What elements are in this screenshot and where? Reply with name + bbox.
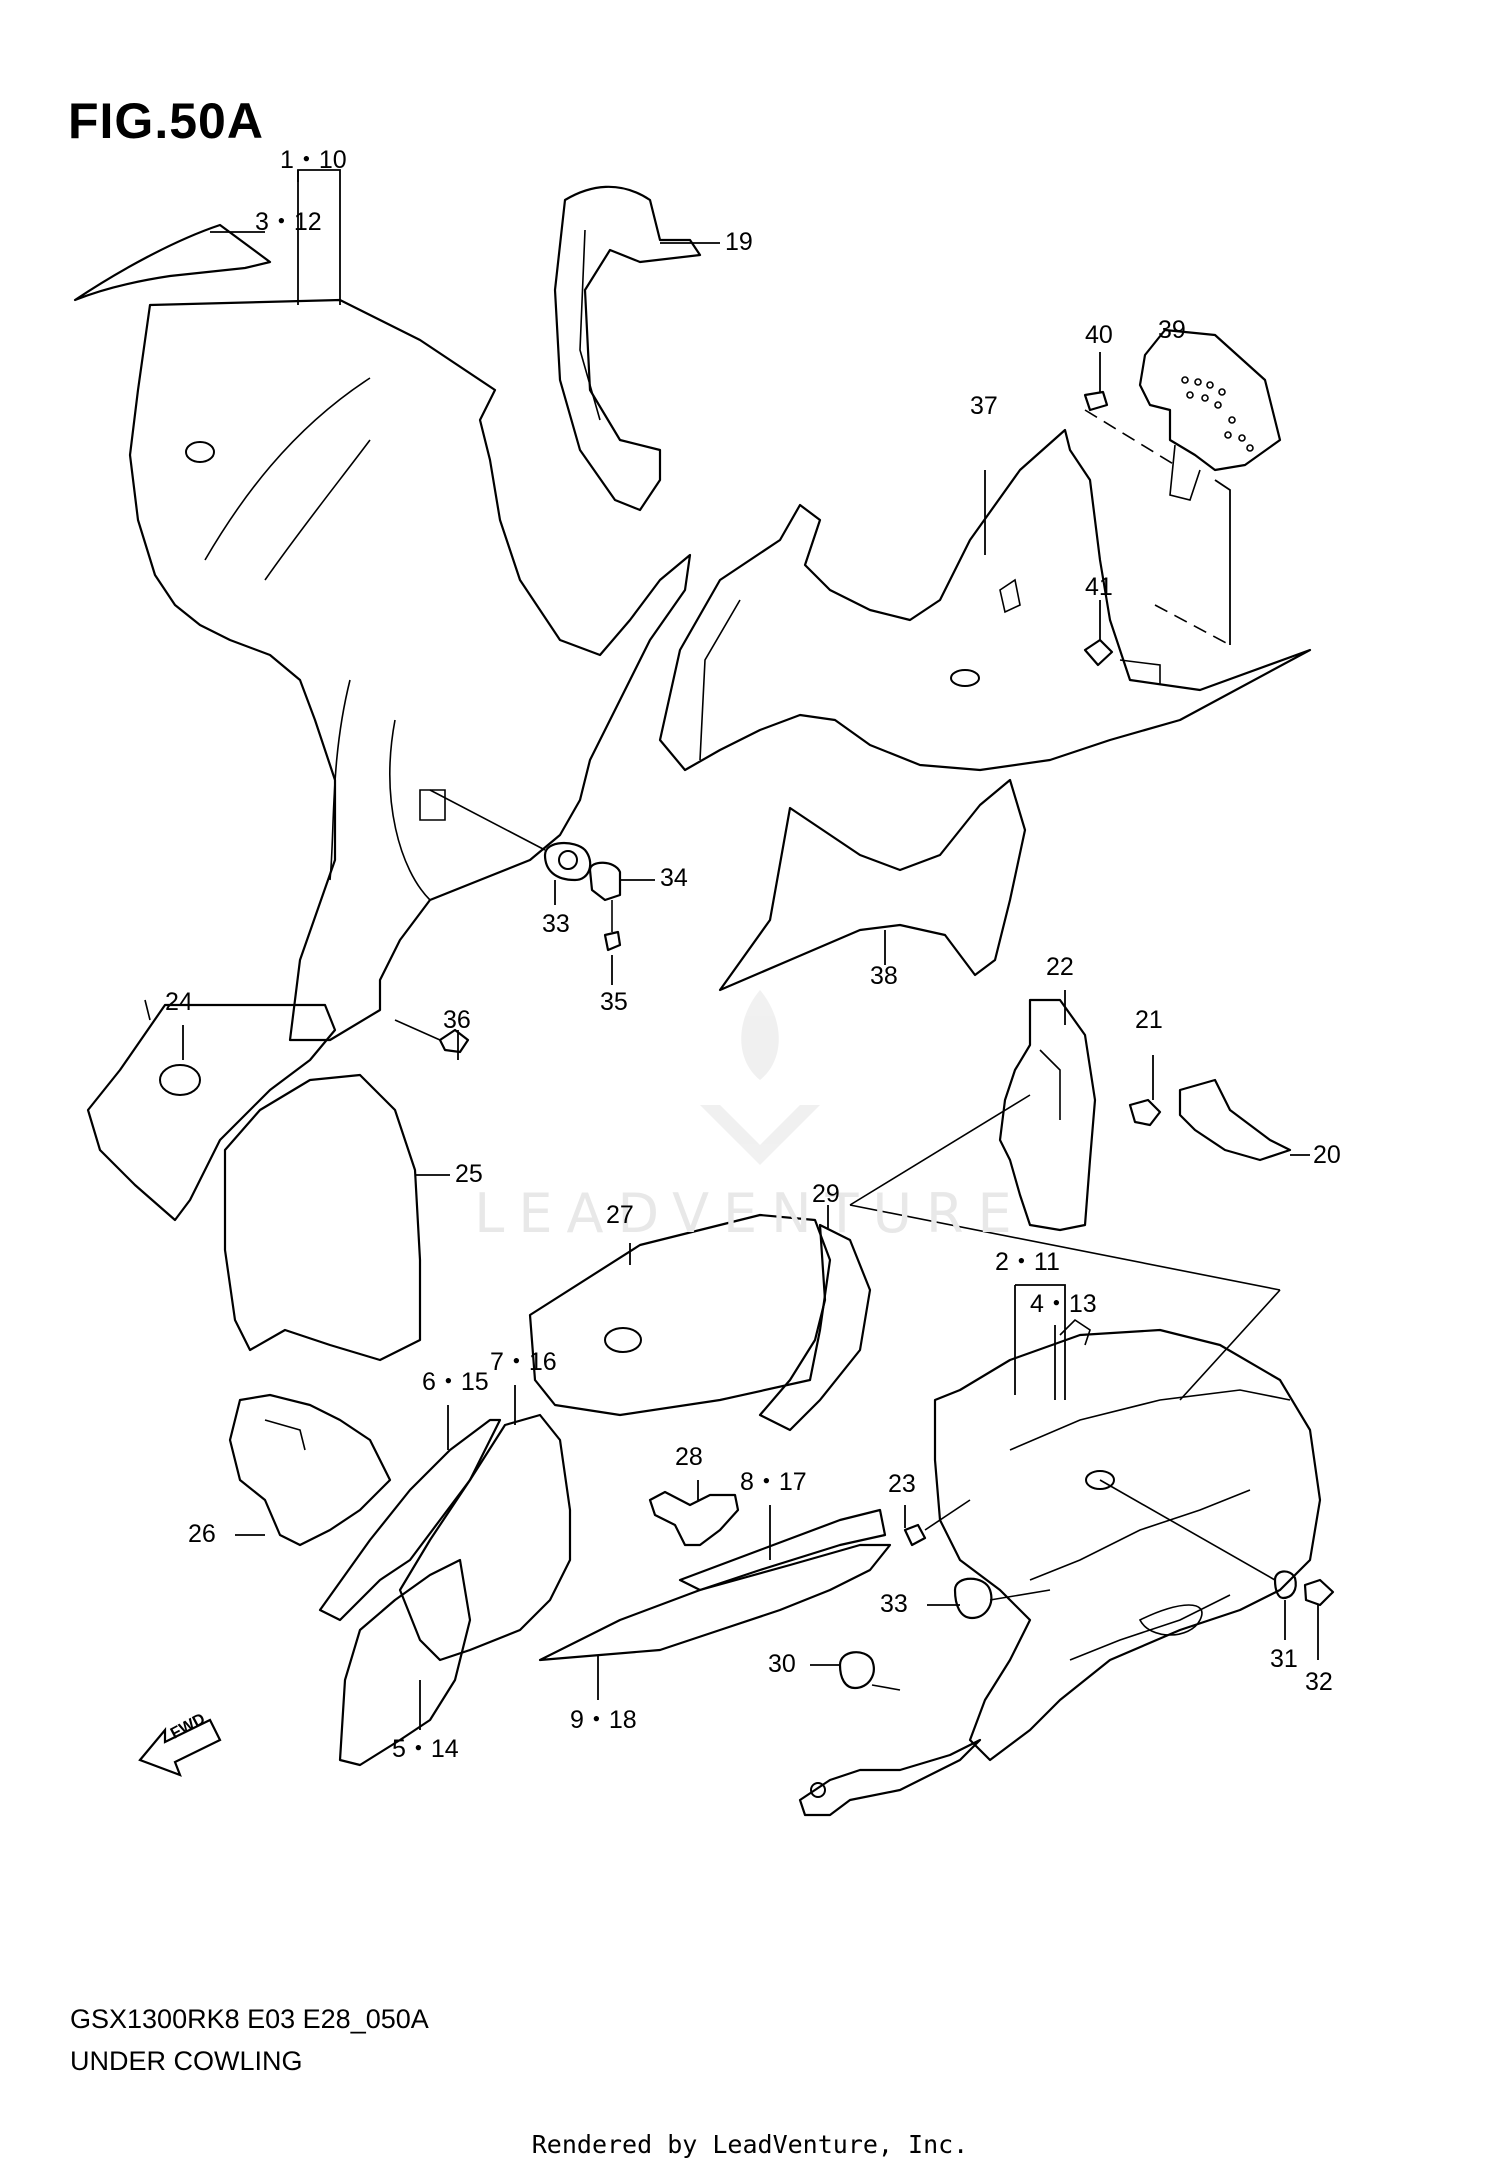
part-5-14-lower-panel	[338, 1558, 472, 1767]
fwd-arrow-icon	[138, 1718, 222, 1777]
part-3-12-trim	[73, 223, 272, 302]
part-20-bracket	[1178, 1078, 1292, 1162]
part-28-tube	[648, 1490, 740, 1547]
part-6-15-strip	[318, 1418, 502, 1622]
callout-21: 21	[1135, 1006, 1163, 1034]
callout-6-15: 6・15	[422, 1368, 489, 1396]
callout-5-14: 5・14	[392, 1735, 459, 1763]
callout-24: 24	[165, 988, 193, 1016]
callout-27: 27	[606, 1201, 634, 1229]
callout-35: 35	[600, 988, 628, 1016]
part-33-grommet-lower	[953, 1577, 993, 1620]
callout-2-11: 2・11	[995, 1248, 1060, 1276]
part-25-panel	[223, 1073, 422, 1362]
part-32-screw	[1303, 1578, 1335, 1607]
part-40-screw	[1083, 390, 1109, 412]
callout-9-18: 9・18	[570, 1706, 637, 1734]
callout-7-16: 7・16	[490, 1348, 557, 1376]
part-34-nut	[588, 861, 622, 902]
part-41-clip	[1083, 638, 1114, 667]
part-lower-bracket	[798, 1738, 982, 1817]
leader-lines	[182, 169, 1319, 1730]
model-code: GSX1300RK8 E03 E28_050A	[70, 2004, 429, 2034]
part-9-18-lower-trim	[538, 1543, 892, 1662]
callout-32: 32	[1305, 1668, 1333, 1696]
part-33-grommet-upper	[543, 842, 592, 882]
part-22-panel	[998, 998, 1097, 1232]
part-2-11-lower-cowling	[933, 1328, 1322, 1762]
part-21-clip	[1128, 1098, 1162, 1127]
callout-33-lower: 33	[880, 1590, 908, 1618]
callout-25: 25	[455, 1160, 483, 1188]
part-26-inner-panel	[228, 1393, 392, 1547]
callout-40: 40	[1085, 321, 1113, 349]
part-39-bracket	[1138, 328, 1282, 472]
part-7-16-panel	[398, 1413, 572, 1662]
callout-19: 19	[725, 228, 753, 256]
callout-33-upper: 33	[542, 910, 570, 938]
part-31-nut	[1273, 1570, 1297, 1600]
callout-30: 30	[768, 1650, 796, 1678]
callout-4-13: 4・13	[1030, 1290, 1097, 1318]
part-36-screw	[438, 1028, 470, 1054]
callout-38: 38	[870, 962, 898, 990]
part-38-panel	[718, 778, 1027, 992]
callout-22: 22	[1046, 953, 1074, 981]
watermark-text: LEADVENTURE	[474, 1182, 1026, 1245]
callout-36: 36	[443, 1006, 471, 1034]
watermark-logo	[700, 990, 820, 1165]
callout-37: 37	[970, 392, 998, 420]
part-37-side-cowling	[658, 428, 1312, 772]
callout-28: 28	[675, 1443, 703, 1471]
callout-41: 41	[1085, 573, 1113, 601]
part-23-screw	[903, 1523, 927, 1547]
callout-3-12: 3・12	[255, 208, 322, 236]
callout-26: 26	[188, 1520, 216, 1548]
part-35-bolt	[603, 930, 622, 952]
render-credit: Rendered by LeadVenture, Inc.	[531, 2130, 969, 2159]
callout-34: 34	[660, 864, 688, 892]
callout-39: 39	[1158, 316, 1186, 344]
callout-20: 20	[1313, 1141, 1341, 1169]
part-19-duct	[553, 185, 702, 512]
part-27-cover	[528, 1213, 832, 1417]
callout-23: 23	[888, 1470, 916, 1498]
part-29-trim	[758, 1223, 872, 1432]
figure-title: FIG.50A	[68, 93, 264, 149]
bracket-hole-pattern	[1181, 376, 1254, 452]
callout-29: 29	[812, 1180, 840, 1208]
callout-1-10: 1・10	[280, 146, 347, 174]
section-name: UNDER COWLING	[70, 2046, 303, 2076]
part-1-10-upper-cowling	[128, 298, 692, 1042]
callout-8-17: 8・17	[740, 1468, 807, 1496]
callout-31: 31	[1270, 1645, 1298, 1673]
part-24-side-panel	[86, 1003, 337, 1222]
part-30-grommet	[838, 1651, 875, 1690]
